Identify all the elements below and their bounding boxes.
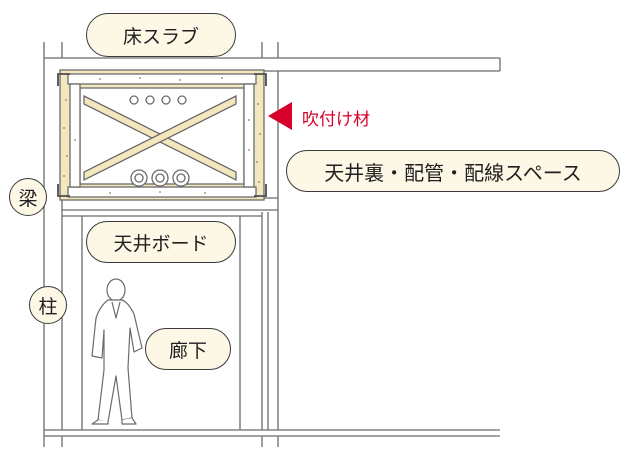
small-pipe [177, 95, 187, 105]
beam-bottom-flange [67, 186, 257, 198]
pointer-arrow [268, 102, 292, 130]
small-pipe [129, 95, 139, 105]
small-pipe [161, 95, 171, 105]
spray-material-label: 吹付け材 [302, 110, 370, 130]
corridor-label: 廊下 [145, 328, 231, 370]
spray-texture [63, 77, 261, 194]
beam-top-flange [67, 73, 257, 85]
floor-slab-label: 床スラブ [86, 13, 236, 57]
ceiling-space-label: 天井裏・配管・配線スペース [286, 150, 620, 192]
person-figure [91, 278, 143, 425]
corner-brackets [57, 73, 267, 197]
column-label: 柱 [29, 286, 67, 324]
pipes [129, 95, 190, 187]
ceiling-board-label: 天井ボード [86, 221, 236, 263]
small-pipe [145, 95, 155, 105]
beam-label: 梁 [9, 178, 47, 216]
